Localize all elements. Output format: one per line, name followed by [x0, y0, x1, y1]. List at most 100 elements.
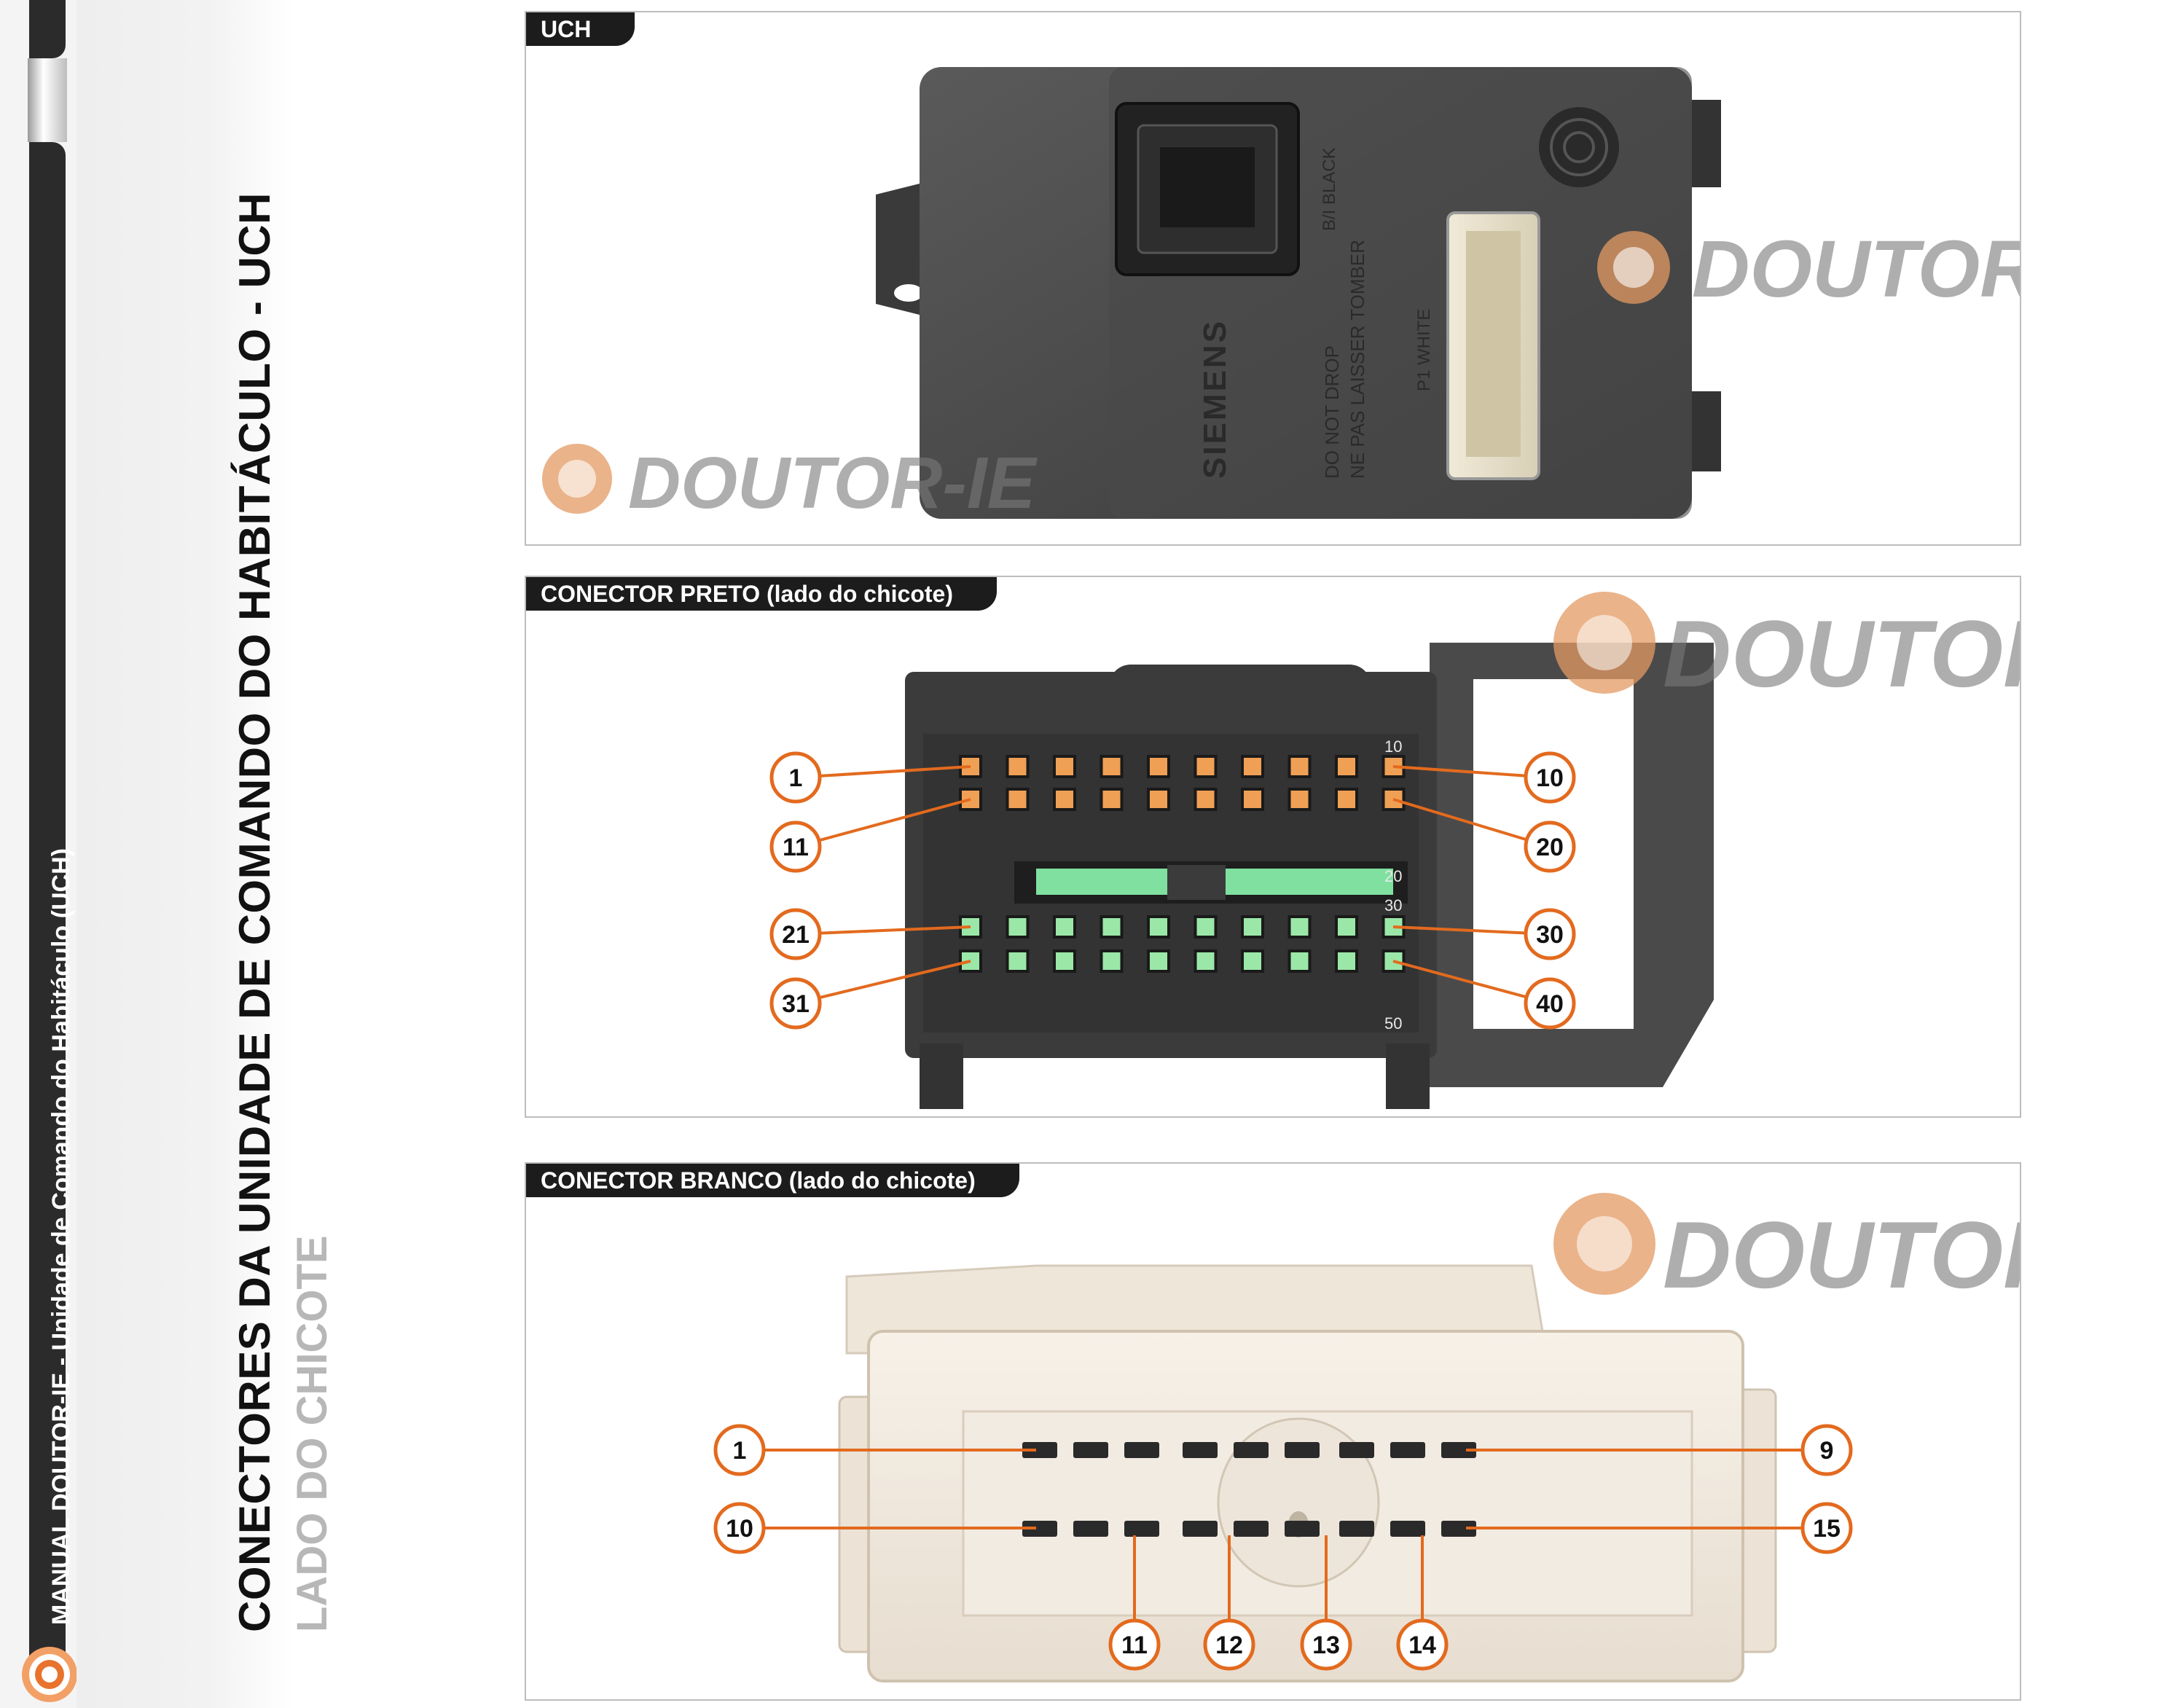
callout-circle	[769, 977, 822, 1030]
spine-bar	[29, 142, 66, 1687]
connector-pin	[1073, 1442, 1108, 1458]
connector-pin	[1288, 788, 1312, 811]
pin-callout-label: 30	[1536, 921, 1564, 949]
pin-callout-label: 11	[1121, 1631, 1148, 1659]
connector-pin	[1339, 1442, 1374, 1458]
callout-circle	[1800, 1424, 1853, 1476]
callout-leader-line	[795, 925, 971, 936]
module-black-label: B/I BLACK	[1320, 147, 1339, 231]
white-connector-illustration: 1 10 9 15 11 12 13 14 DOUTOR-IE	[713, 1193, 2020, 1682]
pin-callout-label: 20	[1536, 834, 1564, 861]
body-mark: 10	[1384, 737, 1402, 756]
connector-pin	[1241, 915, 1264, 939]
module-white-label: P1 WHITE	[1414, 309, 1434, 391]
callout-circle	[769, 908, 822, 960]
watermark-text: DOUTOR-IE	[1663, 1202, 2020, 1308]
callout-leader-line	[795, 798, 971, 848]
callout-circle	[769, 751, 822, 804]
connector-pin	[1147, 915, 1170, 939]
connector-pin	[1006, 755, 1030, 778]
connector-pin	[1194, 915, 1218, 939]
connector-pin	[1381, 788, 1406, 811]
connector-pin	[1053, 755, 1076, 778]
pin-callout-label: 12	[1215, 1631, 1243, 1659]
connector-pin	[1339, 1521, 1374, 1537]
connector-pin	[1194, 949, 1218, 973]
doutor-logo-icon	[22, 1647, 77, 1702]
connector-pin	[1390, 1521, 1425, 1537]
pin-callout-label: 13	[1312, 1631, 1340, 1659]
callout-leader-line	[1392, 925, 1551, 936]
panel-uch-tab: UCH	[526, 12, 635, 46]
callout-circle	[1108, 1618, 1161, 1671]
connector-pin	[1288, 755, 1312, 778]
connector-pin	[1241, 755, 1264, 778]
connector-pin	[1241, 949, 1264, 973]
pin-callout-label: 9	[1820, 1437, 1834, 1465]
connector-pin	[1194, 755, 1218, 778]
connector-pin	[1183, 1521, 1218, 1537]
page-subtitle: LADO DO CHICOTE	[289, 1235, 336, 1632]
connector-pin	[1285, 1521, 1320, 1537]
watermark-text: DOUTOR-IE	[1692, 224, 2020, 314]
connector-pin	[1390, 1442, 1425, 1458]
callout-circle	[713, 1424, 766, 1476]
body-mark: 50	[1384, 1014, 1402, 1033]
callout-circle	[1800, 1502, 1853, 1554]
module-warning-label-2: NE PAS LAISSER TOMBER	[1347, 240, 1368, 479]
connector-pin	[1124, 1442, 1159, 1458]
connector-pin	[1053, 949, 1076, 973]
connector-pin	[1006, 915, 1030, 939]
callout-circle	[713, 1502, 766, 1554]
spine-metal-gap	[28, 58, 67, 142]
panel-uch: UCH SIEMENS DO N	[525, 11, 2021, 546]
page-title: CONECTORES DA UNIDADE DE COMANDO DO HABI…	[230, 192, 279, 1632]
manual-running-title: MANUAL DOUTOR-IE - Unidade de Comando do…	[47, 848, 75, 1625]
connector-pin	[1234, 1521, 1269, 1537]
pin-callout-label: 40	[1536, 990, 1564, 1018]
callout-leader-line	[1392, 765, 1551, 779]
connector-pin	[1285, 1442, 1320, 1458]
watermark-logo-icon	[1553, 592, 1655, 694]
connector-pin	[1288, 949, 1312, 973]
panel-preto-tab: CONECTOR PRETO (lado do chicote)	[526, 577, 997, 611]
connector-pin	[1335, 949, 1358, 973]
connector-pin	[1100, 755, 1124, 778]
connector-pin	[1335, 915, 1358, 939]
connector-pin	[1194, 788, 1218, 811]
pin-callout-label: 1	[733, 1437, 747, 1465]
callout-circle	[1524, 751, 1576, 804]
watermark-text: DOUTOR-IE	[628, 442, 1038, 524]
callout-circle	[769, 820, 822, 873]
connector-pin	[1124, 1521, 1159, 1537]
connector-pin	[1053, 915, 1076, 939]
title-band	[77, 0, 295, 1708]
callout-leader-line	[1392, 960, 1551, 1005]
connector-pin	[1053, 788, 1076, 811]
uch-module-illustration: SIEMENS DO NOT DROP NE PAS LAISSER TOMBE…	[542, 67, 2020, 524]
callout-leader-line	[1392, 798, 1551, 848]
pin-callout-label: 15	[1813, 1515, 1841, 1543]
pin-callout-label: 10	[726, 1515, 753, 1543]
connector-pin	[1006, 949, 1030, 973]
connector-pin	[1441, 1521, 1476, 1537]
pin-callout-label: 1	[789, 764, 803, 792]
connector-pin	[1006, 788, 1030, 811]
pin-callout-label: 14	[1408, 1631, 1436, 1659]
watermark-logo-icon	[1597, 231, 1670, 304]
connector-pin	[1234, 1442, 1269, 1458]
module-brand-label: SIEMENS	[1197, 319, 1233, 479]
callout-circle	[1524, 908, 1576, 960]
pin-callout-label: 21	[782, 921, 810, 949]
connector-pin	[1441, 1442, 1476, 1458]
callout-leader-line	[795, 960, 971, 1005]
connector-pin	[1335, 788, 1358, 811]
connector-pin	[1241, 788, 1264, 811]
callout-circle	[1300, 1618, 1352, 1671]
connector-pin	[1147, 788, 1170, 811]
connector-pin	[1183, 1442, 1218, 1458]
callout-circle	[1524, 977, 1576, 1030]
